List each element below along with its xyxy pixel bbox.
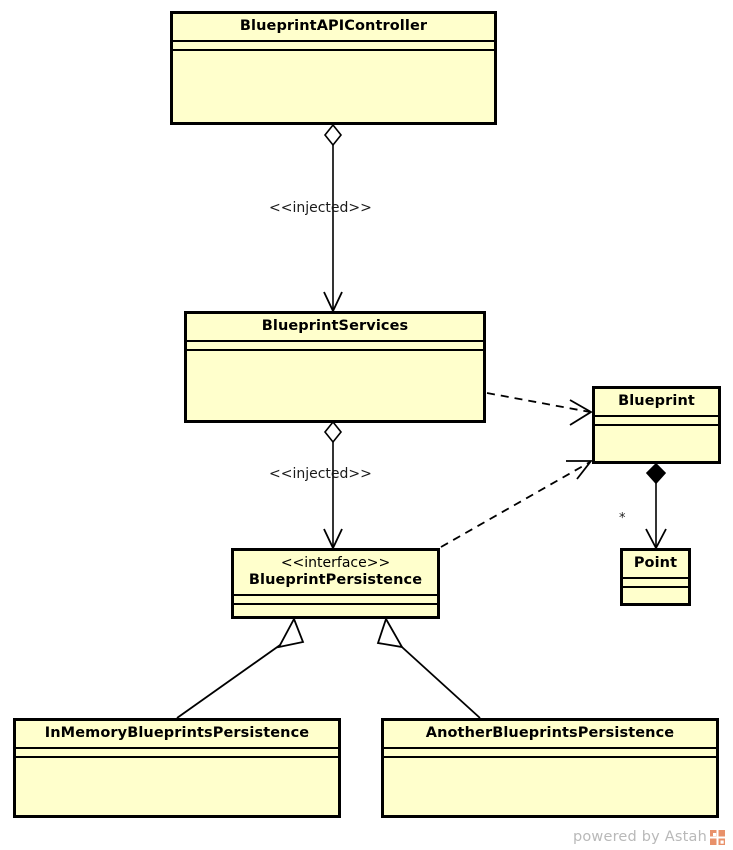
class-operations-compartment: [384, 758, 716, 815]
edge-services-uses-blueprint[interactable]: [486, 392, 593, 426]
edge-controller-to-services[interactable]: [323, 123, 343, 314]
class-name-label: BlueprintPersistence: [248, 571, 423, 588]
class-name-label: AnotherBlueprintsPersistence: [425, 725, 675, 741]
class-attributes-compartment: [16, 749, 338, 759]
edge-inmemory-implements-persistence[interactable]: [176, 616, 305, 719]
aggregation-diamond: [323, 420, 343, 444]
edge-services-to-persistence[interactable]: [323, 420, 343, 551]
class-name-compartment: AnotherBlueprintsPersistence: [384, 721, 716, 750]
class-name-compartment: <<interface>> BlueprintPersistence: [234, 551, 437, 596]
watermark-text: powered by Astah: [572, 829, 707, 845]
class-name-label: Blueprint: [618, 393, 695, 409]
edge-another-implements-persistence[interactable]: [376, 616, 481, 719]
class-stereotype-label: <<interface>>: [280, 555, 391, 571]
class-box-blueprint-services[interactable]: BlueprintServices: [184, 311, 486, 423]
class-box-in-memory-blueprints-persistence[interactable]: InMemoryBlueprintsPersistence: [13, 718, 341, 818]
class-box-point[interactable]: Point: [620, 548, 691, 606]
composition-diamond: [645, 462, 667, 485]
class-operations-compartment: [173, 51, 494, 122]
class-name-label: BlueprintAPIController: [239, 18, 428, 34]
class-attributes-compartment: [173, 42, 494, 52]
class-operations-compartment: [187, 351, 483, 420]
class-name-compartment: InMemoryBlueprintsPersistence: [16, 721, 338, 750]
multiplicity-blueprint-point: *: [619, 511, 626, 526]
edge-persistence-uses-blueprint[interactable]: [440, 460, 593, 548]
class-name-label: BlueprintServices: [261, 318, 409, 334]
class-attributes-compartment: [595, 417, 718, 427]
class-name-compartment: BlueprintAPIController: [173, 14, 494, 43]
class-operations-compartment: [234, 605, 437, 616]
class-operations-compartment: [623, 588, 688, 603]
class-name-label: Point: [633, 555, 678, 571]
open-arrowhead: [566, 460, 593, 480]
class-operations-compartment: [16, 758, 338, 815]
class-operations-compartment: [595, 426, 718, 461]
class-box-blueprint[interactable]: Blueprint: [592, 386, 721, 464]
edge-label-controller-to-services: <<injected>>: [269, 200, 372, 216]
class-attributes-compartment: [234, 596, 437, 605]
class-name-compartment: Blueprint: [595, 389, 718, 418]
class-attributes-compartment: [384, 749, 716, 759]
class-attributes-compartment: [623, 579, 688, 589]
watermark: powered by Astah: [573, 829, 725, 845]
class-box-another-blueprints-persistence[interactable]: AnotherBlueprintsPersistence: [381, 718, 719, 818]
generalization-triangle: [376, 616, 404, 649]
class-name-compartment: Point: [623, 551, 688, 580]
open-arrowhead: [569, 399, 593, 426]
class-attributes-compartment: [187, 342, 483, 352]
astah-logo-icon: [710, 829, 725, 845]
generalization-triangle: [277, 616, 305, 649]
class-box-blueprint-api-controller[interactable]: BlueprintAPIController: [170, 11, 497, 125]
edge-label-services-to-persistence: <<injected>>: [269, 466, 372, 482]
class-name-label: InMemoryBlueprintsPersistence: [44, 725, 310, 741]
class-box-blueprint-persistence[interactable]: <<interface>> BlueprintPersistence: [231, 548, 440, 619]
edge-blueprint-composes-point[interactable]: [645, 462, 667, 550]
class-name-compartment: BlueprintServices: [187, 314, 483, 343]
aggregation-diamond: [323, 123, 343, 147]
